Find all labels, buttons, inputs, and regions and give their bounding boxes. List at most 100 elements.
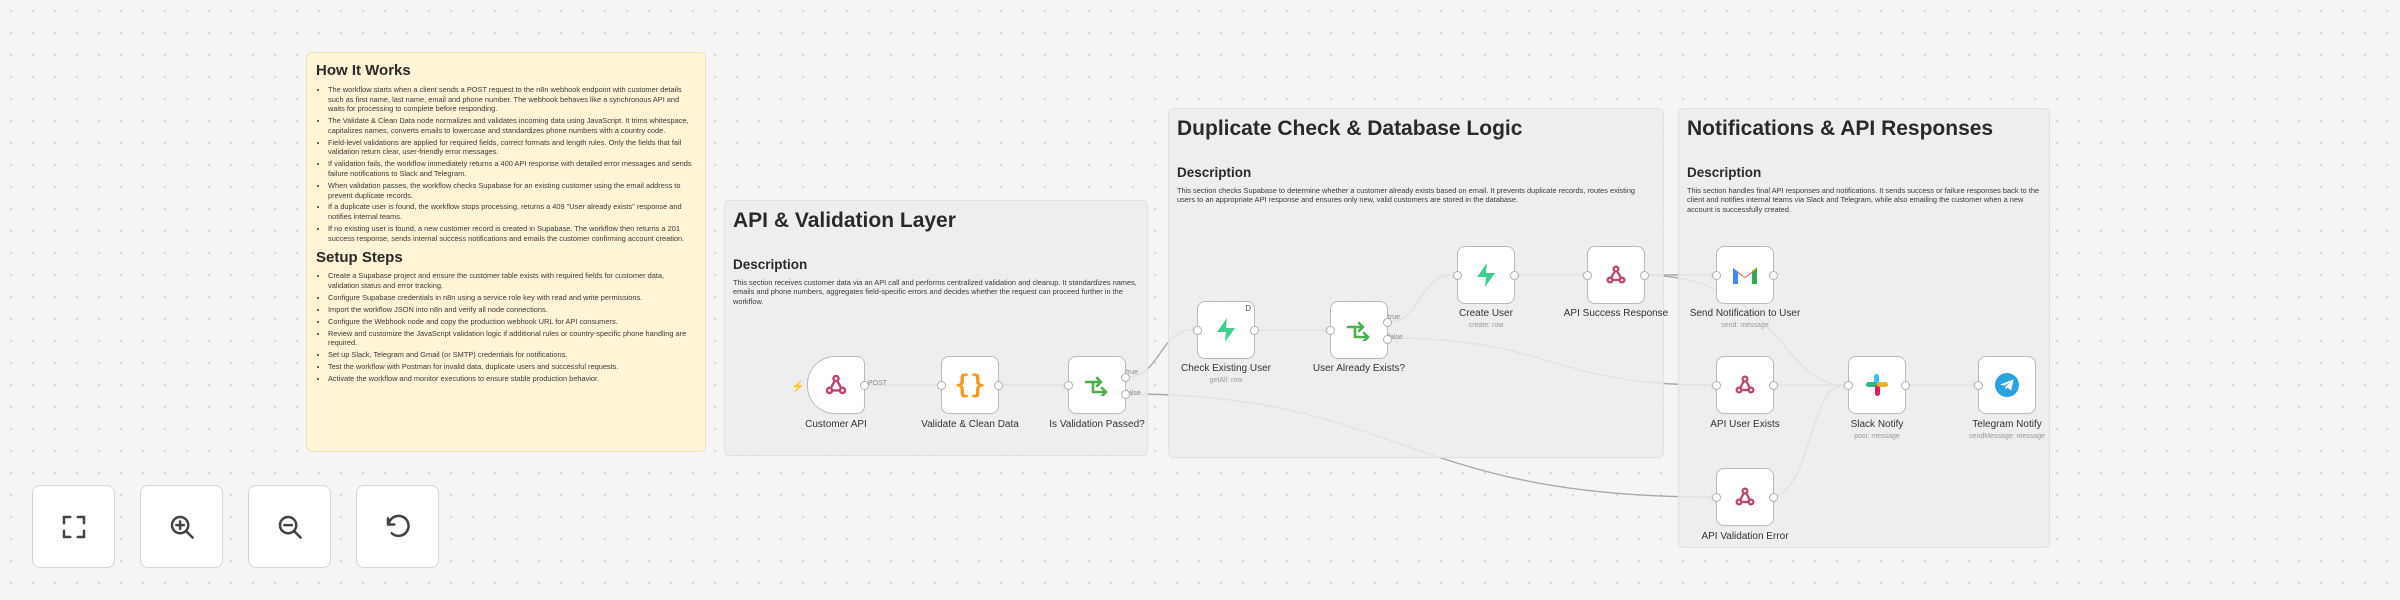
how-it-works-note[interactable]: How It Works The workflow starts when a … [306,52,706,452]
output-handle[interactable] [994,381,1003,390]
list-item: Activate the workflow and monitor execut… [328,374,697,384]
is-validation-passed-node[interactable] [1064,356,1130,414]
list-item: Import the workflow JSON into n8n and ve… [328,305,697,315]
list-item: If validation fails, the workflow immedi… [328,159,697,178]
output-handle[interactable] [1769,271,1778,280]
node-label: Slack Notify [1850,419,1904,430]
undo-icon [386,514,410,537]
list-item: Test the workflow with Postman for inval… [328,362,697,372]
slack-notify-node[interactable] [1844,356,1910,414]
section-description: This section handles final API responses… [1687,186,2040,214]
true-output-handle[interactable] [1383,318,1392,327]
input-handle[interactable] [1453,271,1462,280]
list-item: If a duplicate user is found, the workfl… [328,202,697,221]
edge-label-false: false [1126,390,1141,397]
validate-clean-data-node[interactable]: {} [937,356,1003,414]
list-item: Set up Slack, Telegram and Gmail (or SMT… [328,350,697,360]
user-already-exists-node[interactable] [1326,301,1392,359]
node-label: Send Notification to User [1689,308,1801,319]
section-title: API & Validation Layer [733,209,956,232]
setup-steps-title: Setup Steps [316,249,403,267]
trigger-bolt-icon: ⚡ [791,381,805,393]
api-user-exists-node[interactable] [1712,356,1778,414]
false-output-handle[interactable] [1121,390,1130,399]
disabled-badge: D [1245,304,1251,313]
gmail-icon [1733,267,1757,284]
node-label: Customer API [805,419,867,430]
node-label: API Validation Error [1701,531,1789,542]
telegram-icon [1995,373,2019,397]
node-label: Check Existing User [1180,363,1272,374]
node-subtitle: getAll: row [1209,377,1243,384]
create-user-node[interactable] [1453,246,1519,304]
edge-label-false: false [1388,334,1403,341]
input-handle[interactable] [1583,271,1592,280]
node-label: User Already Exists? [1312,363,1406,374]
api-validation-section-note[interactable]: API & Validation Layer Description This … [724,200,1148,456]
output-handle[interactable] [1640,271,1649,280]
list-item: Create a Supabase project and ensure the… [328,271,697,290]
node-label: Telegram Notify [1972,419,2042,430]
how-it-works-title: How It Works [316,62,411,79]
api-validation-error-node[interactable] [1712,468,1778,526]
zoom-in-icon [170,515,194,539]
list-item: Review and customize the JavaScript vali… [328,329,697,348]
api-success-response-node[interactable] [1583,246,1649,304]
list-item: The workflow starts when a client sends … [328,85,697,114]
input-handle[interactable] [1193,326,1202,335]
telegram-notify-node[interactable] [1974,356,2036,414]
webhook-icon [1735,375,1755,394]
how-it-works-list: The workflow starts when a client sends … [316,85,697,243]
zoom-out-button[interactable] [248,485,331,568]
fullscreen-icon [62,515,85,538]
zoom-in-button[interactable] [140,485,223,568]
node-subtitle: post: message [1854,433,1900,440]
input-handle[interactable] [1712,381,1721,390]
setup-steps-list: Create a Supabase project and ensure the… [316,271,697,384]
input-handle[interactable] [937,381,946,390]
output-handle[interactable] [1510,271,1519,280]
node-label: Validate & Clean Data [921,419,1019,430]
output-handle[interactable] [1769,493,1778,502]
input-handle[interactable] [1974,381,1983,390]
section-title: Notifications & API Responses [1687,117,1994,140]
output-handle[interactable] [1250,326,1259,335]
output-handle[interactable] [860,381,869,390]
input-handle[interactable] [1712,493,1721,502]
if-branch-icon [1346,321,1370,341]
input-handle[interactable] [1064,381,1073,390]
false-output-handle[interactable] [1383,335,1392,344]
if-branch-icon [1084,376,1108,396]
duplicate-check-section-note[interactable]: Duplicate Check & Database Logic Descrip… [1168,108,1664,458]
output-handle[interactable] [1901,381,1910,390]
zoom-out-icon [278,515,302,539]
true-output-handle[interactable] [1121,373,1130,382]
supabase-icon [1477,263,1495,287]
check-existing-user-node[interactable]: D [1193,301,1259,359]
list-item: If no existing user is found, a new cust… [328,224,697,243]
input-handle[interactable] [1844,381,1853,390]
input-handle[interactable] [1712,271,1721,280]
input-handle[interactable] [1326,326,1335,335]
list-item: Field-level validations are applied for … [328,138,697,157]
slack-icon [1866,374,1888,396]
list-item: Configure the Webhook node and copy the … [328,317,697,327]
section-subtitle: Description [1687,165,1762,180]
code-braces-icon: {} [954,370,986,400]
node-subtitle: send: message [1721,322,1769,329]
node-label: Is Validation Passed? [1049,419,1145,430]
section-subtitle: Description [733,257,808,272]
webhook-icon [1606,265,1626,284]
section-subtitle: Description [1177,165,1252,180]
fit-view-button[interactable] [32,485,115,568]
webhook-icon [1735,487,1755,506]
reset-zoom-button[interactable] [356,485,439,568]
edge-label-true: true [1126,369,1139,376]
list-item: When validation passes, the workflow che… [328,181,697,200]
customer-api-node[interactable]: ⚡ [791,356,869,414]
output-handle[interactable] [1769,381,1778,390]
list-item: Configure Supabase credentials in n8n us… [328,293,697,303]
send-notification-to-user-node[interactable] [1712,246,1778,304]
node-label: API User Exists [1710,419,1780,430]
supabase-icon [1217,318,1235,342]
